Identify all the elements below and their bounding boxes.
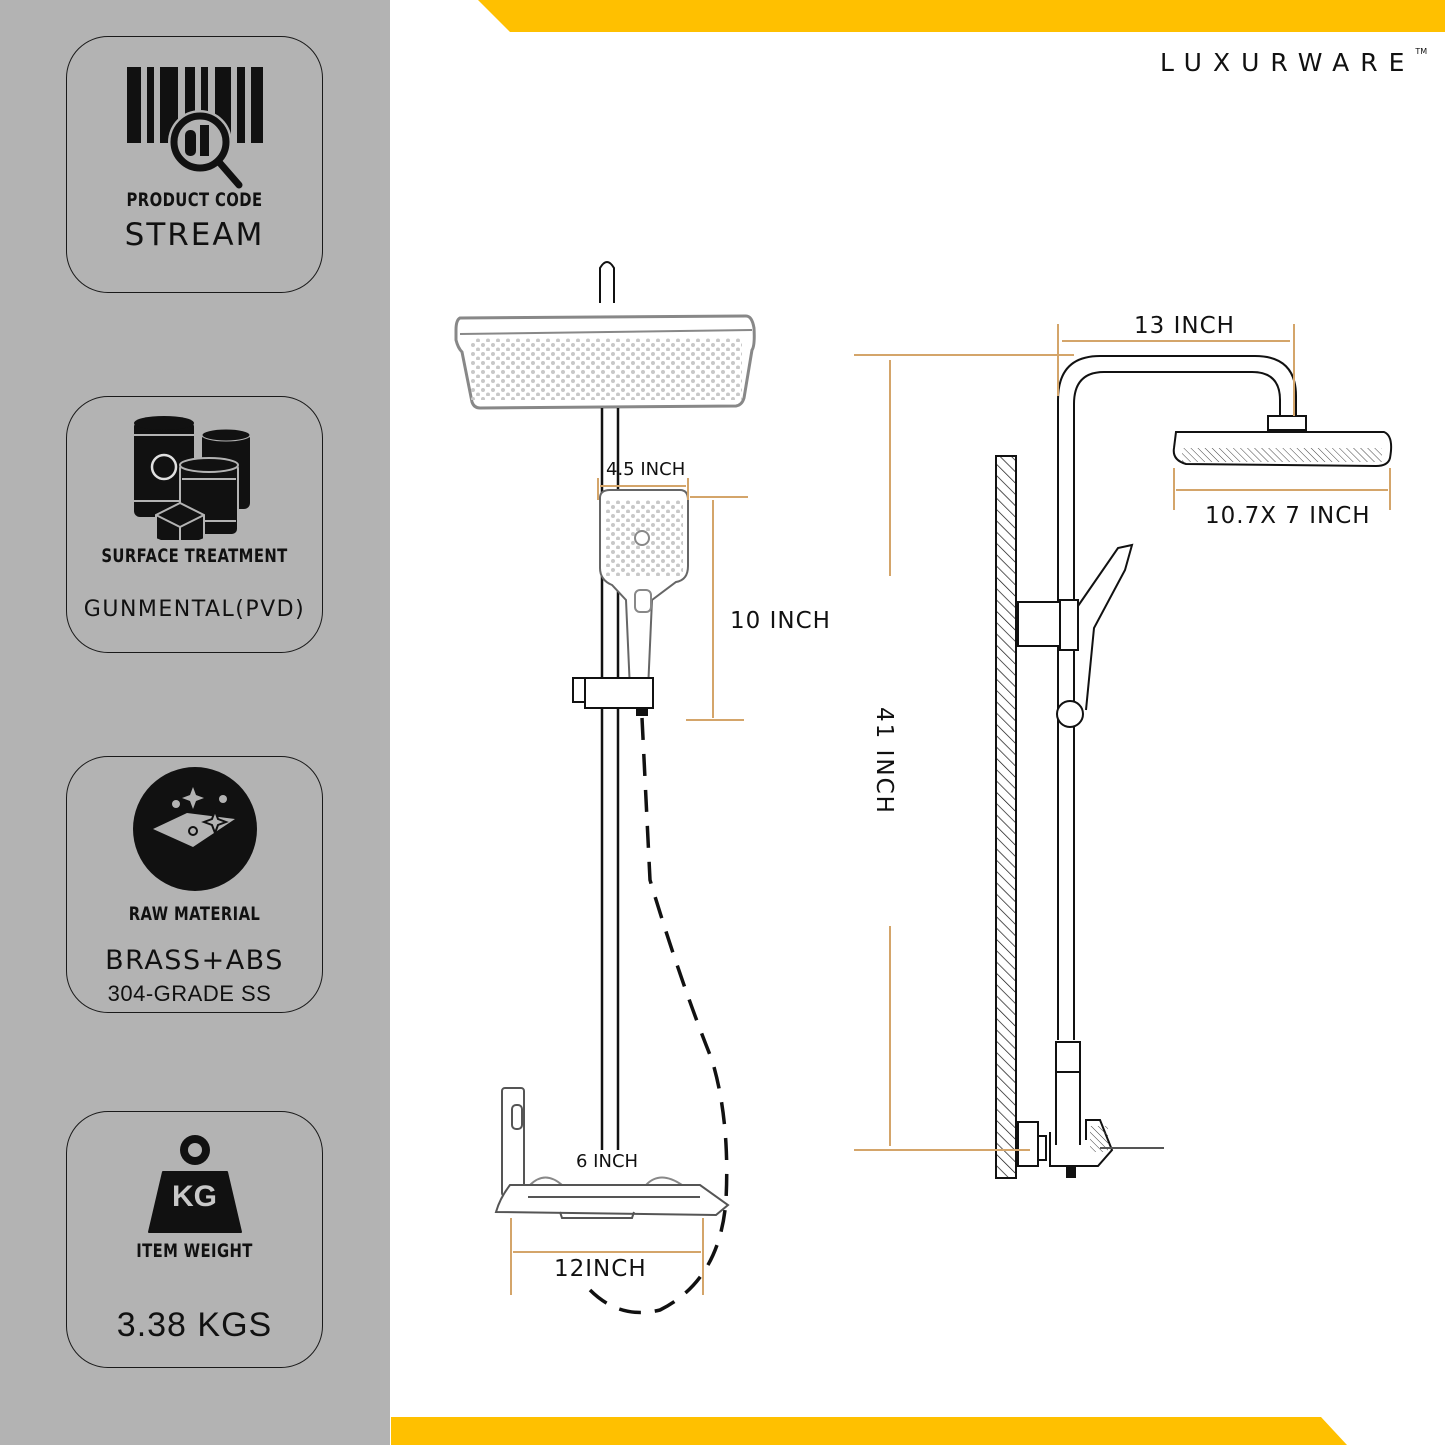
raw-material-value-2: 304-GRADE SS xyxy=(107,981,272,1006)
barrels-box-icon xyxy=(67,415,322,540)
product-code-value: STREAM xyxy=(124,217,265,253)
dim-total-height: 41 INCH xyxy=(870,707,897,815)
dim-spout-depth: 6 INCH xyxy=(576,1151,639,1172)
sparkle-surface-icon xyxy=(67,765,322,893)
brand-name: LUXURWARE xyxy=(1160,48,1416,77)
product-code-label: PRODUCT CODE xyxy=(126,189,263,211)
top-accent-bar xyxy=(478,0,1445,32)
spec-card-item-weight: KG ITEM WEIGHT 3.38 KGS xyxy=(66,1111,323,1368)
spec-card-surface-treatment: SURFACE TREATMENT GUNMENTAL(PVD) xyxy=(66,396,323,653)
side-view xyxy=(995,355,1393,1179)
brand-logo: LUXURWARETM xyxy=(1160,46,1428,77)
dim-head-size: 10.7X 7 INCH xyxy=(1205,503,1371,529)
bottom-accent-bar xyxy=(391,1417,1347,1445)
dim-hand-shower-width: 4.5 INCH xyxy=(606,459,686,480)
raw-material-label: RAW MATERIAL xyxy=(128,903,261,925)
front-view xyxy=(454,261,756,1315)
weight-kg-icon xyxy=(67,1130,322,1240)
barcode-search-icon xyxy=(67,65,322,195)
dim-arm-reach: 13 INCH xyxy=(1134,313,1235,339)
item-weight-value: 3.38 KGS xyxy=(116,1306,273,1344)
front-dimension-lines xyxy=(510,478,748,1295)
raw-material-value: BRASS+ABS xyxy=(105,945,284,976)
dim-hand-shower-height: 10 INCH xyxy=(730,608,831,634)
kg-icon-text: KG xyxy=(172,1180,217,1213)
spec-sidebar: PRODUCT CODE STREAM SURFAC xyxy=(0,0,390,1445)
dim-base-width: 12INCH xyxy=(554,1256,647,1282)
spec-card-raw-material: RAW MATERIAL BRASS+ABS 304-GRADE SS xyxy=(66,756,323,1013)
side-dimension-lines xyxy=(854,324,1391,1151)
surface-treatment-value: GUNMENTAL(PVD) xyxy=(83,597,306,622)
surface-treatment-label: SURFACE TREATMENT xyxy=(101,545,288,567)
trademark: TM xyxy=(1415,46,1428,56)
item-weight-label: ITEM WEIGHT xyxy=(136,1240,253,1262)
spec-card-product-code: PRODUCT CODE STREAM xyxy=(66,36,323,293)
